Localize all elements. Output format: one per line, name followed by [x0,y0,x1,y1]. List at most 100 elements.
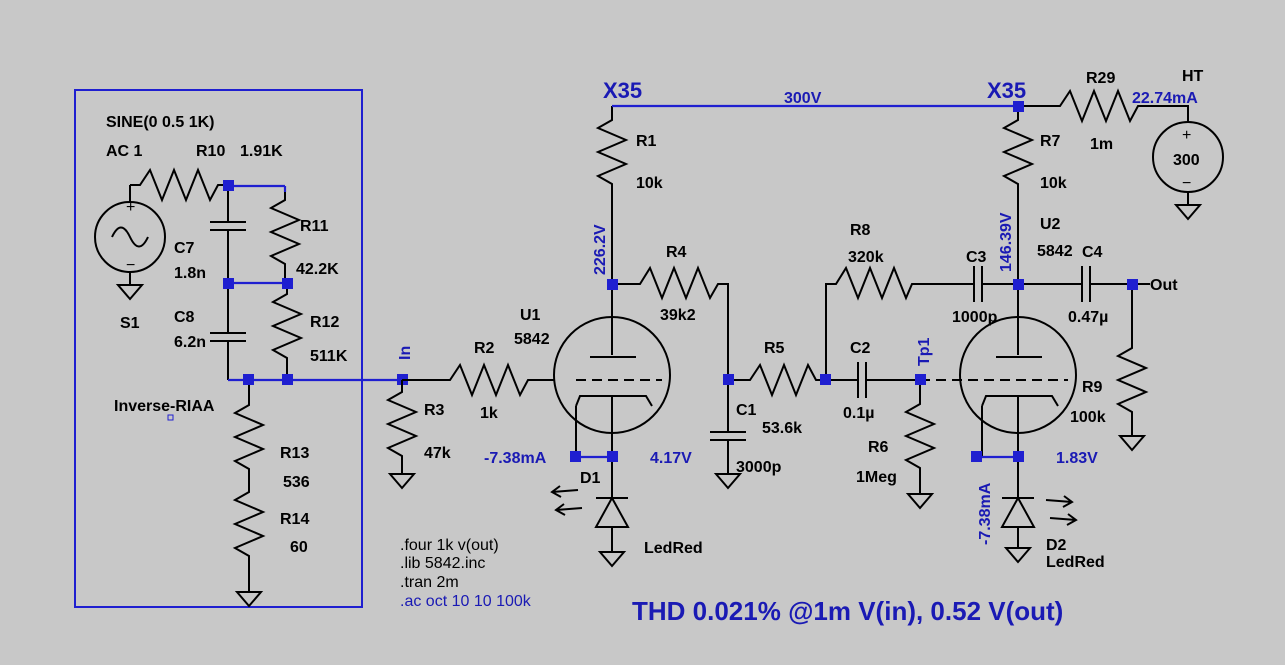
probe-plate2-voltage: 146.39V [998,212,1015,272]
svg-text:+: + [1182,127,1191,144]
net-label-ht: HT [1182,68,1204,85]
resistor-r14[interactable] [232,483,266,592]
r12-name: R12 [310,314,339,331]
r13-value: 536 [283,474,310,491]
net-label-out: Out [1150,277,1178,294]
r11-name: R11 [300,218,329,235]
voltage-source-ht[interactable]: + − [1152,121,1224,205]
probe-cathode2-voltage: 1.83V [1056,450,1098,467]
r7-value: 10k [1040,175,1067,192]
svg-text:−: − [126,257,135,274]
led-d2[interactable] [1000,457,1078,548]
directive-ac[interactable]: .ac oct 10 10 100k [400,593,532,610]
capacitor-c2[interactable] [826,362,920,398]
u2-name: U2 [1040,216,1061,233]
d1-value: LedRed [644,540,703,557]
inverse-riaa-box [74,89,363,608]
d2-value: LedRed [1046,554,1105,571]
r3-name: R3 [424,402,445,419]
net-label-x35-right: X35 [987,78,1026,103]
resistor-r6[interactable] [903,380,937,494]
ground-symbol [234,591,264,608]
sine-source-s1[interactable]: + − [94,185,166,283]
d1-name: D1 [580,470,601,487]
r9-name: R9 [1082,379,1103,396]
resistor-r12[interactable] [270,283,304,380]
r10-value: 1.91K [240,143,283,160]
r14-value: 60 [290,539,308,556]
ground-symbol [1173,204,1203,221]
resistor-r8[interactable] [825,265,970,380]
c1-name: C1 [736,402,757,419]
c7-name: C7 [174,240,195,257]
source-text-line2: AC 1 [106,143,143,160]
ground-symbol [713,473,743,490]
c4-name: C4 [1082,244,1103,261]
probe-ht-current: 22.74mA [1132,90,1198,107]
c2-value: 0.1µ [843,405,874,422]
r8-value: 320k [848,249,884,266]
c8-name: C8 [174,309,195,326]
ground-symbol [387,473,417,490]
directive-tran[interactable]: .tran 2m [400,574,459,591]
triode-u2[interactable] [920,284,1077,457]
c8-value: 6.2n [174,334,206,351]
resistor-r29[interactable] [1018,88,1189,124]
resistor-r10[interactable] [130,167,228,203]
r8-name: R8 [850,222,871,239]
ground-symbol [1003,547,1033,564]
c1-value: 3000p [736,459,782,476]
net-label-tp1: Tp1 [916,337,933,366]
capacitor-c4[interactable] [1018,266,1150,302]
capacitor-c8[interactable] [210,283,246,380]
resistor-r5[interactable] [728,362,826,398]
resistor-r1[interactable] [595,106,629,284]
probe-cathode1-voltage: 4.17V [650,450,692,467]
r6-name: R6 [868,439,889,456]
ground-symbol [1117,435,1147,452]
inverse-riaa-label: Inverse-RIAA [114,398,215,415]
svg-text:+: + [126,199,135,216]
capacitor-c1[interactable] [710,380,746,474]
r4-name: R4 [666,244,687,261]
capacitor-c3[interactable] [970,266,1018,302]
probe-cathode2-current: -7.38mA [977,482,994,545]
resistor-r9[interactable] [1115,284,1149,436]
d2-name: D2 [1046,537,1067,554]
capacitor-c7[interactable] [210,186,246,283]
resistor-r3[interactable] [385,380,419,474]
ground-symbol [905,493,935,510]
triode-u1[interactable] [553,284,671,457]
resistor-r7[interactable] [1001,106,1035,284]
c3-value: 1000p [952,309,998,326]
r29-value: 1m [1090,136,1113,153]
r11-value: 42.2K [296,261,339,278]
directive-lib[interactable]: .lib 5842.inc [400,555,485,572]
r9-value: 100k [1070,409,1106,426]
r2-value: 1k [480,405,498,422]
resistor-r11[interactable] [268,192,302,283]
r5-value: 53.6k [762,420,802,437]
ground-symbol [115,283,145,301]
ground-symbol [597,551,627,568]
led-d1[interactable] [550,457,630,552]
resistor-r4[interactable] [612,265,729,380]
resistor-r13[interactable] [232,380,266,483]
r2-name: R2 [474,340,495,357]
resistor-r2[interactable] [402,362,555,398]
thd-result-text: THD 0.021% @1m V(in), 0.52 V(out) [632,596,1063,626]
c4-value: 0.47µ [1068,309,1108,326]
c7-value: 1.8n [174,265,206,282]
r14-name: R14 [280,511,309,528]
r29-name: R29 [1086,70,1115,87]
c3-name: C3 [966,249,987,266]
svg-text:−: − [1182,175,1191,192]
u1-name: U1 [520,307,541,324]
directive-four[interactable]: .four 1k v(out) [400,537,499,554]
r7-name: R7 [1040,133,1061,150]
u2-value: 5842 [1037,243,1073,260]
r5-name: R5 [764,340,785,357]
r12-value: 511K [310,348,348,365]
u1-value: 5842 [514,331,550,348]
